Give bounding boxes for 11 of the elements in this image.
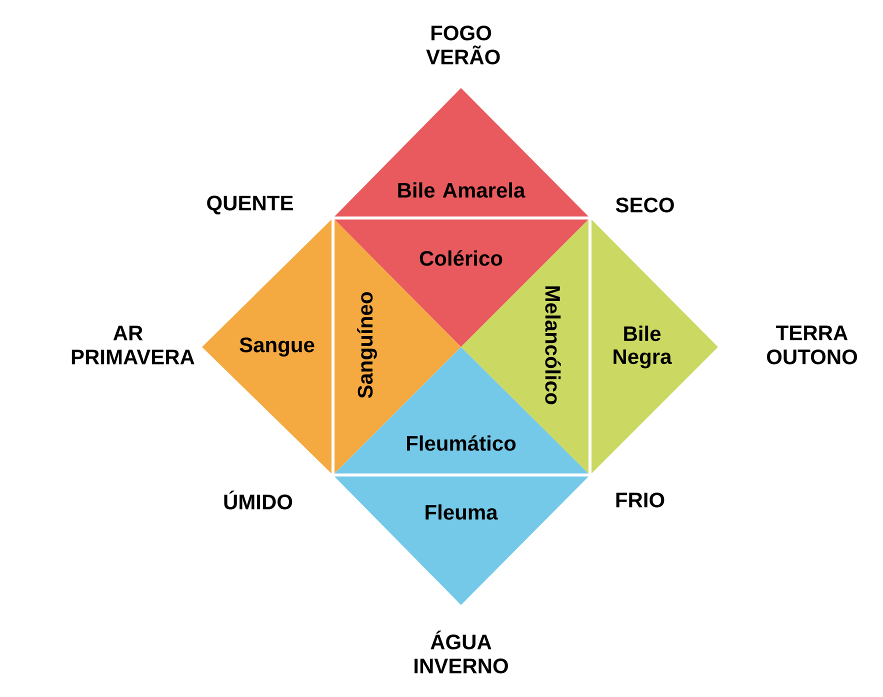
triangle: Bile Negra [590, 218, 718, 475]
axis-label: ÚMIDO [224, 490, 292, 510]
triangle: Bile Amarela [333, 88, 590, 218]
axis-label: FRIO [616, 492, 664, 508]
triangle: Fleuma [333, 475, 590, 605]
axis-label: ÁGUA INVERNO [414, 630, 508, 674]
axis-label: TERRA OUTONO [766, 326, 858, 364]
axis-label: QUENTE [207, 196, 293, 214]
axis-label: SECO [616, 198, 674, 212]
triangle: Sangue [202, 218, 333, 475]
axis-label: FOGO VERÃO [426, 26, 500, 64]
